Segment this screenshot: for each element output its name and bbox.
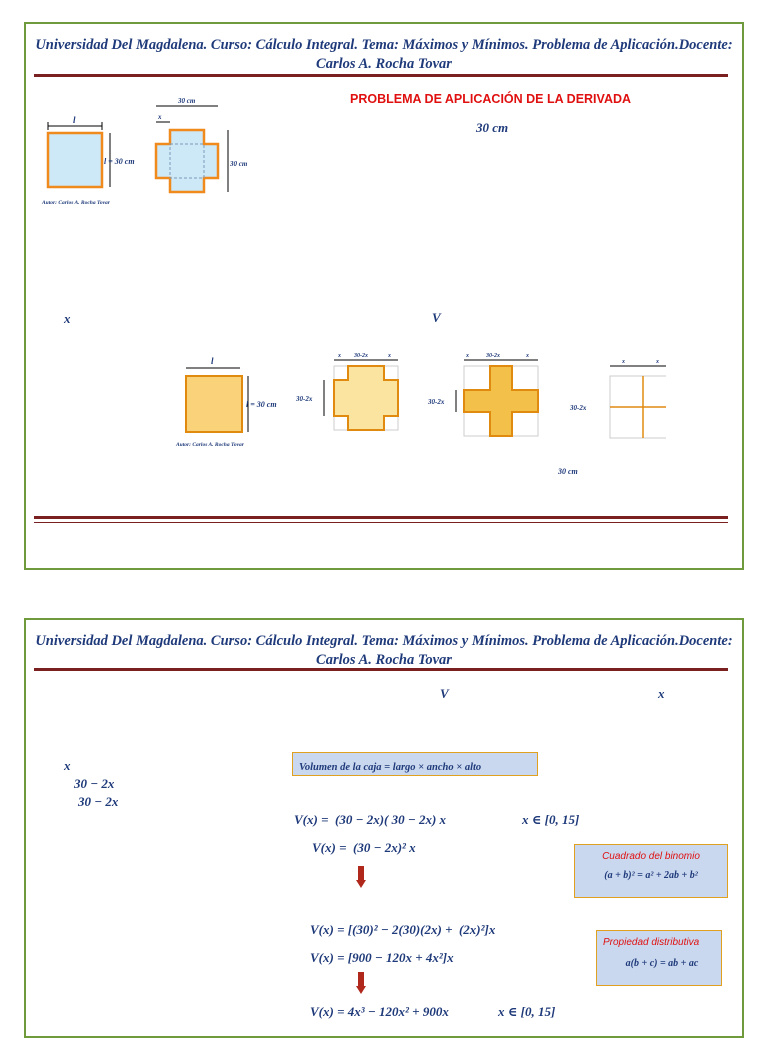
distrib-title: Propiedad distributiva bbox=[603, 937, 700, 948]
problem-title: PROBLEMA DE APLICACIÓN DE LA DERIVADA bbox=[350, 92, 632, 106]
domain-1: x ∈ [0, 15] bbox=[522, 812, 580, 827]
eq-5: V(x) = 4x³ − 120x² + 900x bbox=[310, 1004, 449, 1019]
page-header: Universidad Del Magdalena. Curso: Cálcul… bbox=[35, 37, 733, 72]
fig1-width-label: 30 cm bbox=[177, 97, 196, 105]
figure-box-net-steps: l l = 30 cm Autor: Carlos A. Rocha Tovar… bbox=[175, 353, 666, 476]
var-x: x bbox=[64, 311, 71, 326]
down-arrow-icon-2 bbox=[356, 972, 366, 994]
eq-4: V(x) = [900 − 120x + 4x²]x bbox=[310, 950, 454, 965]
fig2-mid-a: 30-2x bbox=[353, 353, 368, 359]
dim-1: 30 − 2x bbox=[74, 776, 115, 791]
fig1-l-label: l bbox=[73, 115, 76, 125]
volume-box: Volumen de la caja = largo × ancho × alt… bbox=[292, 752, 538, 776]
var-V: V bbox=[440, 686, 449, 701]
fig2-l-value: l = 30 cm bbox=[246, 400, 277, 409]
header-rule bbox=[34, 74, 728, 77]
fig2-x-e: x bbox=[621, 359, 625, 365]
binomio-formula: (a + b)² = a² + 2ab + b² bbox=[604, 870, 698, 881]
fig1-author: Autor: Carlos A. Rocha Tovar bbox=[41, 200, 111, 206]
fig1-l-value: l = 30 cm bbox=[104, 157, 135, 166]
fig2-mid-left: 30-2x bbox=[295, 395, 313, 403]
eq-2: V(x) = (30 − 2x)² x bbox=[312, 840, 416, 855]
fig2-mid-b: 30-2x bbox=[485, 353, 500, 359]
distrib-formula: a(b + c) = ab + ac bbox=[625, 958, 699, 969]
footer-rule bbox=[34, 516, 728, 519]
side-value: 30 cm bbox=[476, 120, 509, 135]
fig2-l-label: l bbox=[211, 356, 214, 366]
figure-square-and-cross: l l = 30 cm Autor: Carlos A. Rocha Tovar… bbox=[41, 97, 248, 206]
fig2-x-a: x bbox=[337, 353, 341, 359]
binomio-box: Cuadrado del binomio (a + b)² = a² + 2ab… bbox=[574, 844, 728, 898]
domain-2: x ∈ [0, 15] bbox=[498, 1004, 556, 1019]
footer-rule-thin bbox=[34, 522, 728, 523]
header-rule bbox=[34, 668, 728, 671]
fig2-x-f: x bbox=[655, 359, 659, 365]
fig2-mid-left-c: 30-2x bbox=[569, 404, 587, 412]
binomio-title: Cuadrado del binomio bbox=[602, 851, 700, 862]
var-x-right: x bbox=[658, 686, 665, 701]
fig1-x-label: x bbox=[157, 113, 162, 121]
down-arrow-icon bbox=[356, 866, 366, 888]
fig2-bottom: 30 cm bbox=[557, 467, 578, 476]
page-header: Universidad Del Magdalena. Curso: Cálcul… bbox=[35, 633, 733, 668]
document-page-1: Universidad Del Magdalena. Curso: Cálcul… bbox=[24, 22, 744, 570]
fig2-author: Autor: Carlos A. Rocha Tovar bbox=[175, 442, 245, 448]
fig2-x-c: x bbox=[465, 353, 469, 359]
eq-3: V(x) = [(30)² − 2(30)(2x) + (2x)²]x bbox=[310, 922, 496, 937]
fig1-height-label: 30 cm bbox=[229, 160, 248, 168]
document-page-2: Universidad Del Magdalena. Curso: Cálcul… bbox=[24, 618, 744, 1038]
fig2-mid-left-b: 30-2x bbox=[427, 398, 445, 406]
var-V: V bbox=[432, 310, 441, 325]
fig2-x-d: x bbox=[525, 353, 529, 359]
distrib-box: Propiedad distributiva a(b + c) = ab + a… bbox=[596, 930, 722, 986]
fig2-x-b: x bbox=[387, 353, 391, 359]
eq-1: V(x) = (30 − 2x)( 30 − 2x) x bbox=[294, 812, 447, 827]
dim-2: 30 − 2x bbox=[78, 794, 119, 809]
var-x: x bbox=[64, 758, 71, 773]
